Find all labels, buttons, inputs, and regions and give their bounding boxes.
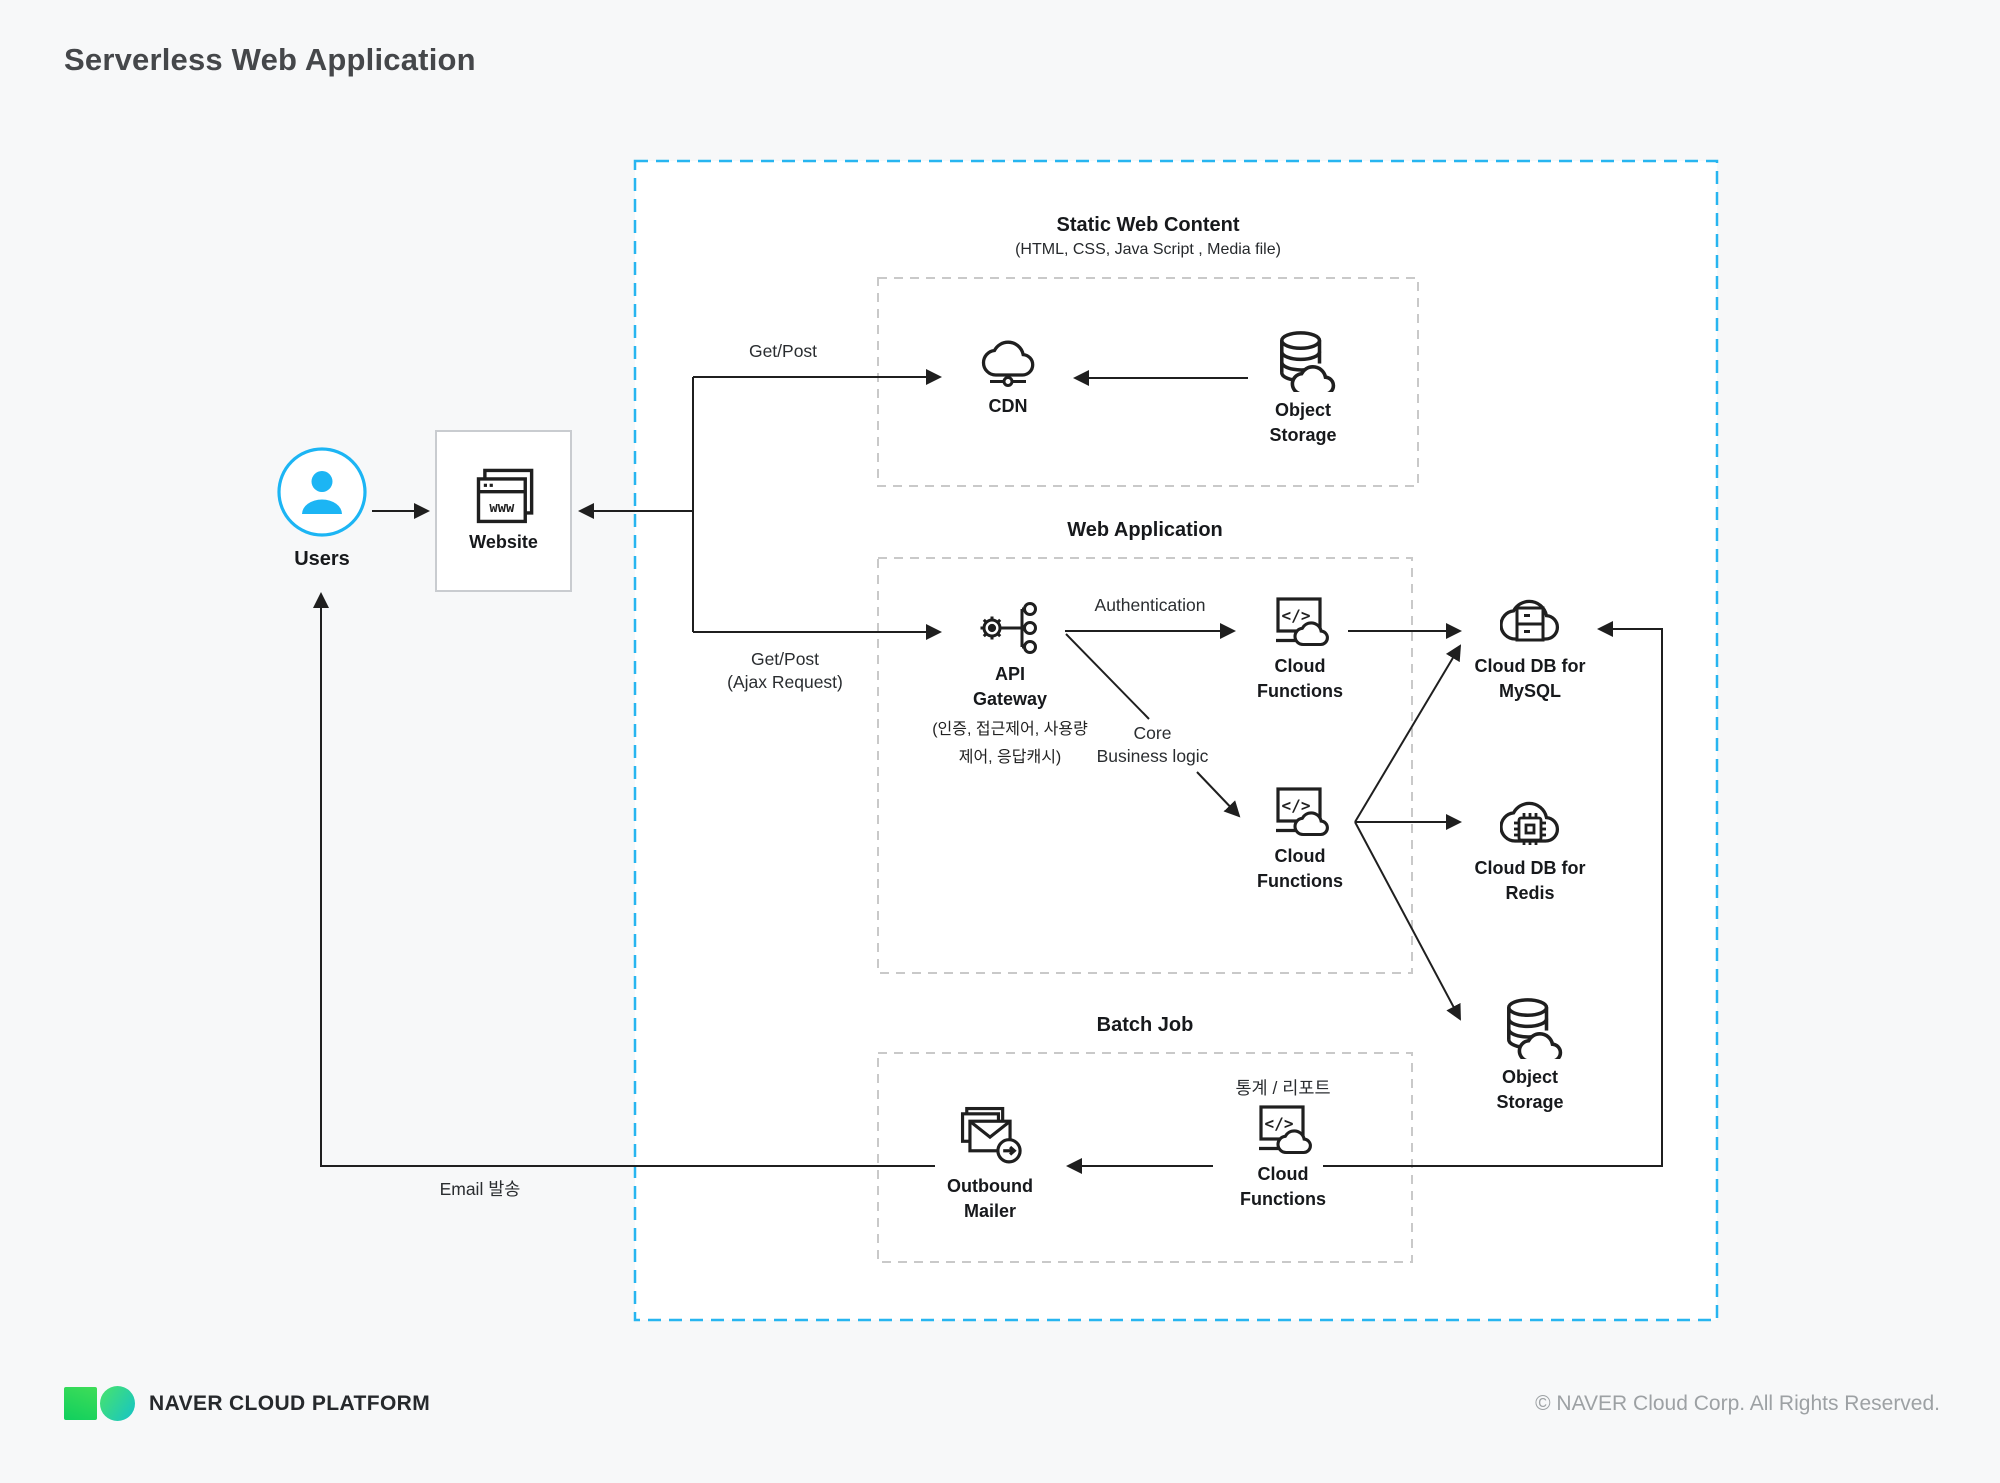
logo-square-icon [64, 1387, 97, 1420]
static-web-content-box [877, 277, 1419, 487]
website-icon-www-text: www [489, 500, 515, 516]
page-title: Serverless Web Application [64, 42, 476, 77]
website-icon: www [476, 469, 533, 524]
logo-circle-icon [100, 1386, 135, 1421]
copyright-text: © NAVER Cloud Corp. All Rights Reserved. [1535, 1392, 1940, 1415]
node-website: www Website [435, 430, 572, 592]
cloud-boundary-box [633, 159, 1719, 1322]
arrow-lines [313, 369, 1663, 1174]
node-label-website: Website [469, 532, 538, 553]
web-application-box [877, 557, 1413, 974]
batch-job-box [877, 1052, 1413, 1263]
